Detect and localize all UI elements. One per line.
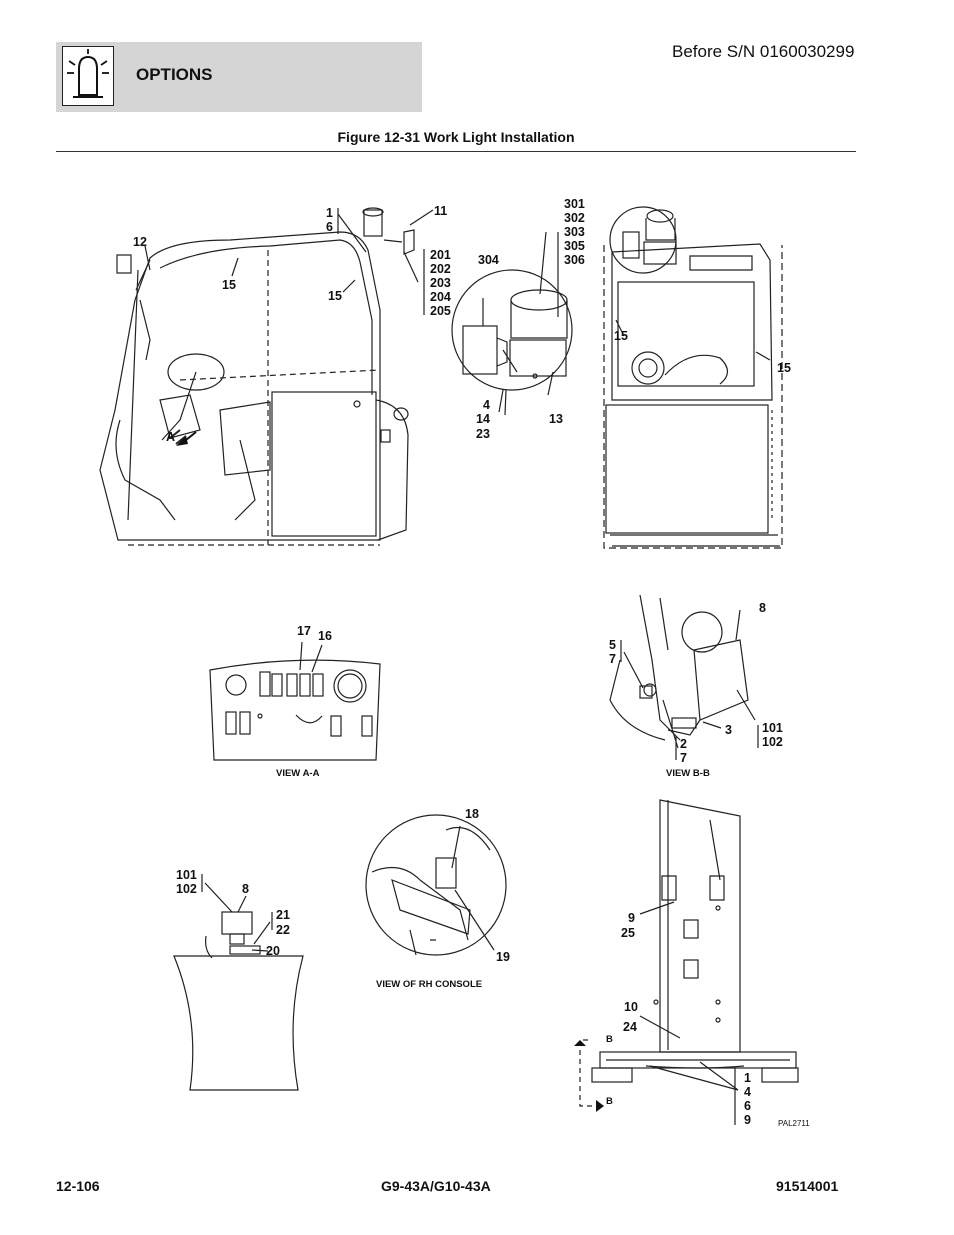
rh-console-detail — [365, 814, 507, 956]
callout-21: 21 — [276, 908, 290, 922]
view-a-a-label: VIEW A-A — [276, 768, 320, 779]
callout-17: 17 — [297, 624, 311, 638]
callout-7-lower: 7 — [680, 751, 687, 765]
callout-5: 5 — [609, 638, 616, 652]
callout-102-view-b: 102 — [762, 735, 783, 749]
callout-2: 2 — [680, 737, 687, 751]
rear-cab-illustration — [603, 206, 783, 549]
callout-301: 301 — [564, 197, 585, 211]
callout-101-box: 101 — [176, 868, 197, 882]
callout-15-rear-right: 15 — [777, 361, 791, 375]
callout-11: 11 — [434, 204, 447, 218]
cab-illustration — [99, 207, 415, 546]
callout-25: 25 — [621, 926, 635, 940]
section-marker-a: A — [166, 430, 175, 444]
work-light-icon — [62, 46, 114, 106]
callout-8-view-b: 8 — [759, 601, 766, 615]
section-marker-b-bottom: B — [606, 1096, 613, 1107]
callout-15-cab-right: 15 — [328, 289, 342, 303]
section-marker-b-top: B — [606, 1034, 613, 1045]
section-title: OPTIONS — [136, 65, 213, 84]
callout-10: 10 — [624, 1000, 638, 1014]
callout-302: 302 — [564, 211, 585, 225]
callout-9-frame-bottom: 9 — [744, 1113, 751, 1127]
light-switch-housing — [173, 874, 304, 1091]
callout-6: 6 — [326, 220, 333, 234]
callout-15-rear-left: 15 — [614, 329, 628, 343]
view-b-b-label: VIEW B-B — [666, 768, 710, 779]
work-light-detail — [451, 231, 573, 416]
callout-20: 20 — [266, 944, 280, 958]
serial-note: Before S/N 0160030299 — [672, 42, 855, 61]
callout-4-frame: 4 — [744, 1085, 751, 1099]
callout-202: 202 — [430, 262, 451, 276]
callout-1: 1 — [326, 206, 333, 220]
callout-3: 3 — [725, 723, 732, 737]
callout-101-view-b: 101 — [762, 721, 783, 735]
callout-12: 12 — [133, 235, 147, 249]
callout-19: 19 — [496, 950, 510, 964]
callout-201: 201 — [430, 248, 451, 262]
callout-205: 205 — [430, 304, 451, 318]
header-rule — [56, 151, 856, 152]
callout-22: 22 — [276, 923, 290, 937]
view-rh-console-label: VIEW OF RH CONSOLE — [376, 979, 482, 990]
callout-305: 305 — [564, 239, 585, 253]
callout-14: 14 — [476, 412, 490, 426]
callout-1-frame: 1 — [744, 1071, 751, 1085]
callout-7-upper: 7 — [609, 652, 616, 666]
callout-13: 13 — [549, 412, 563, 426]
figure-id-code: PAL2711 — [778, 1119, 810, 1128]
page-number: 12-106 — [56, 1178, 100, 1194]
model-number: G9-43A/G10-43A — [381, 1178, 491, 1194]
frame-column-illustration — [591, 799, 799, 1125]
section-header-box — [56, 42, 422, 112]
callout-16: 16 — [318, 629, 332, 643]
callout-15-cab-left: 15 — [222, 278, 236, 292]
callout-18: 18 — [465, 807, 479, 821]
callout-24: 24 — [623, 1020, 637, 1034]
callout-4: 4 — [483, 398, 490, 412]
callout-306: 306 — [564, 253, 585, 267]
callout-102-box: 102 — [176, 882, 197, 896]
callout-204: 204 — [430, 290, 451, 304]
document-number: 91514001 — [776, 1178, 839, 1194]
mount-bracket-view-b-b — [609, 594, 759, 760]
callout-303: 303 — [564, 225, 585, 239]
callout-304: 304 — [478, 253, 499, 267]
dashboard-panel-view-a-a — [209, 641, 381, 761]
callout-9-frame: 9 — [628, 911, 635, 925]
callout-8-box: 8 — [242, 882, 249, 896]
callout-23: 23 — [476, 427, 490, 441]
callout-203: 203 — [430, 276, 451, 290]
figure-title: Figure 12-31 Work Light Installation — [337, 129, 575, 145]
callout-6-frame: 6 — [744, 1099, 751, 1113]
